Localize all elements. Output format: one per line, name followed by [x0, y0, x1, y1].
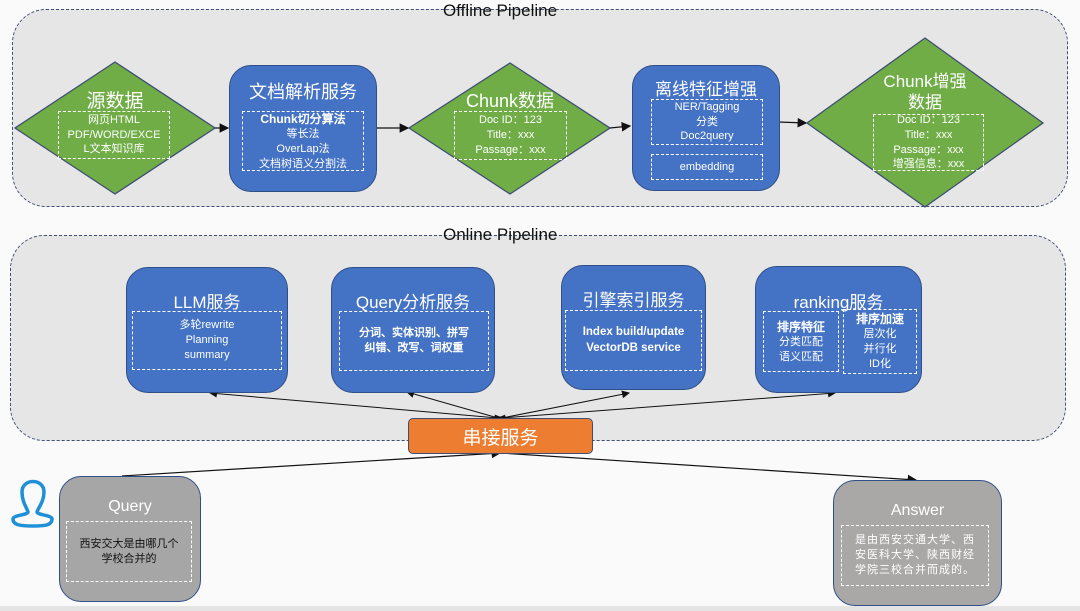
enhanced-item: Passage：xxx — [893, 143, 964, 156]
user-icon — [11, 479, 54, 528]
query-content: 西安交大是由哪几个学校合并的 — [66, 521, 192, 582]
answer-box[interactable]: Answer 是由西安交通大学、西安医科大学、陕西财经学院三校合并而成的。 — [833, 480, 1002, 606]
chunk-item: Passage：xxx — [475, 143, 546, 156]
arrow-chunk-to-enhance — [609, 122, 632, 132]
offline-pipeline-title: Offline Pipeline — [443, 1, 558, 20]
source-data-content: 网页HTML PDF/WORD/EXCE L文本知识库 — [58, 111, 170, 159]
ranking-accel: 排序加速 层次化 并行化 ID化 — [843, 309, 917, 374]
query-analysis-item: 分词、实体识别、拼写 — [359, 327, 469, 340]
chunk-item: Title：xxx — [486, 129, 535, 142]
ranking-features-heading: 排序特征 — [776, 319, 825, 334]
ranking-accel-heading: 排序加速 — [855, 312, 904, 327]
chunk-data-content: Doc ID：123 Title：xxx Passage：xxx — [454, 111, 567, 160]
doc-parse-service[interactable]: 文档解析服务 Chunk切分算法 等长法 OverLap法 文档树语义分割法 — [229, 65, 377, 192]
enhanced-item: 增强信息：xxx — [892, 158, 965, 171]
enhanced-chunk-title-line2: 数据 — [908, 93, 942, 112]
enhance-item: NER/Tagging — [674, 100, 740, 113]
ranking-feature-item: 语义匹配 — [779, 350, 823, 363]
feature-enhance-content: NER/Tagging 分类 Doc2query — [651, 99, 763, 145]
parse-item: 文档树语义分割法 — [259, 157, 347, 170]
llm-item: summary — [184, 348, 230, 361]
ranking-accel-item: ID化 — [869, 358, 891, 371]
llm-title: LLM服务 — [173, 293, 241, 312]
source-item: L文本知识库 — [83, 143, 145, 156]
query-title: Query — [108, 498, 152, 515]
source-data-diamond — [13, 61, 217, 195]
index-service[interactable]: 引擎索引服务 Index build/update VectorDB servi… — [561, 265, 706, 390]
connector-orchestrator-ranking — [494, 389, 836, 423]
connector-orchestrator-query-analysis — [406, 390, 506, 424]
enhanced-chunk-title-line1: Chunk增强 — [883, 72, 967, 91]
llm-item: Planning — [185, 334, 229, 347]
llm-item: 多轮rewrite — [179, 319, 235, 332]
parse-item: Chunk切分算法 — [260, 111, 346, 126]
embedding-label: embedding — [679, 160, 735, 173]
source-data-title: 源数据 — [86, 91, 144, 112]
doc-parse-content: Chunk切分算法 等长法 OverLap法 文档树语义分割法 — [242, 111, 364, 171]
index-title: 引擎索引服务 — [582, 291, 685, 310]
enhanced-chunk-diamond — [805, 37, 1045, 208]
ranking-features: 排序特征 分类匹配 语义匹配 — [763, 311, 839, 372]
source-item: 网页HTML — [88, 113, 140, 126]
enhanced-chunk-content: Doc ID：123 Title：xxx Passage：xxx 增强信息：xx… — [873, 114, 984, 171]
chunk-item: Doc ID：123 — [479, 114, 542, 127]
bottom-bar — [0, 606, 1080, 611]
query-box[interactable]: Query 西安交大是由哪几个学校合并的 — [59, 476, 201, 602]
ranking-title: ranking服务 — [793, 293, 884, 312]
enhance-item: Doc2query — [680, 130, 734, 143]
llm-service[interactable]: LLM服务 多轮rewrite Planning summary — [126, 267, 288, 393]
source-item: PDF/WORD/EXCE — [67, 128, 161, 141]
embedding-box: embedding — [651, 154, 763, 180]
orchestrator-service[interactable]: 串接服务 — [408, 418, 593, 454]
arrow-query-to-orchestrator — [121, 448, 502, 477]
ranking-accel-item: 层次化 — [863, 328, 897, 341]
enhanced-item: Doc ID：123 — [897, 113, 960, 126]
query-analysis-title: Query分析服务 — [355, 293, 471, 312]
orchestrator-label: 串接服务 — [462, 427, 539, 449]
chunk-data-title: Chunk数据 — [465, 91, 555, 111]
query-analysis-item: 纠错、改写、词权重 — [364, 342, 464, 354]
feature-enhance-title: 离线特征增强 — [655, 80, 757, 99]
connector-orchestrator-index — [494, 390, 630, 424]
index-item: Index build/update — [582, 325, 685, 338]
query-text: 西安交大是由哪几个学校合并的 — [79, 537, 179, 565]
index-item: VectorDB service — [586, 341, 681, 354]
answer-title: Answer — [890, 502, 945, 519]
enhanced-chunk-title: Chunk增强 数据 — [865, 71, 985, 113]
query-analysis-content: 分词、实体识别、拼写 纠错、改写、词权重 — [339, 311, 489, 371]
answer-content: 是由西安交通大学、西安医科大学、陕西财经学院三校合并而成的。 — [841, 525, 989, 586]
ranking-accel-item: 并行化 — [863, 343, 897, 356]
parse-item: OverLap法 — [276, 142, 330, 155]
doc-parse-title: 文档解析服务 — [249, 82, 357, 102]
query-analysis-service[interactable]: Query分析服务 分词、实体识别、拼写 纠错、改写、词权重 — [331, 267, 495, 393]
online-pipeline-title: Online Pipeline — [443, 225, 558, 244]
arrow-orchestrator-to-answer — [499, 452, 918, 485]
parse-item: 等长法 — [286, 127, 320, 140]
chunk-data-diamond — [407, 62, 612, 195]
answer-text: 是由西安交通大学、西安医科大学、陕西财经学院三校合并而成的。 — [855, 534, 975, 576]
index-content: Index build/update VectorDB service — [565, 310, 702, 371]
llm-content: 多轮rewrite Planning summary — [132, 311, 282, 370]
ranking-feature-item: 分类匹配 — [779, 335, 823, 348]
arrow-enhance-to-enhanced — [777, 117, 808, 128]
ranking-service[interactable]: ranking服务 排序特征 分类匹配 语义匹配 排序加速 层次化 并行化 ID… — [755, 266, 922, 393]
enhance-item: 分类 — [696, 115, 718, 128]
offline-feature-enhance-service[interactable]: 离线特征增强 NER/Tagging 分类 Doc2query embeddin… — [632, 65, 780, 191]
enhanced-item: Title：xxx — [904, 128, 953, 141]
